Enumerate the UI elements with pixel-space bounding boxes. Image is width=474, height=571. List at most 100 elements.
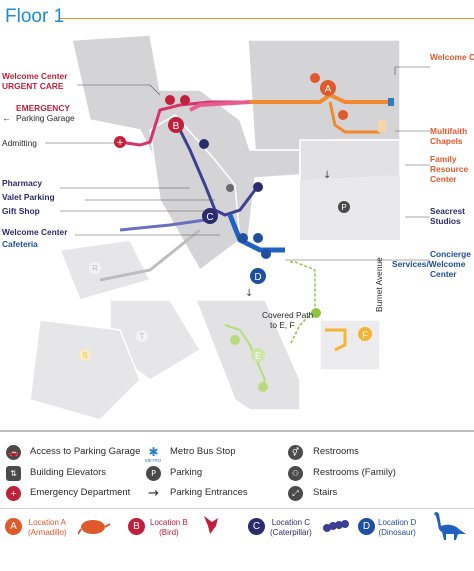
location-e-marker (251, 348, 265, 362)
leader-welcome-left (77, 84, 161, 96)
route-c-left (119, 218, 206, 232)
location-d-label: Location D (Dinosaur) (378, 518, 416, 538)
path-gray (99, 228, 201, 282)
location-d-marker (250, 268, 266, 284)
label-resource: Resource (430, 164, 469, 174)
svg-text:F: F (362, 330, 368, 340)
svg-text:C: C (206, 212, 213, 223)
location-a-line2: (Armadillo) (28, 528, 67, 537)
elevator-icon-a (378, 120, 386, 132)
floor-map: A B C D E F R T S P + ↓ ↓ (29, 34, 430, 421)
label-seacrest: Seacrest (430, 206, 465, 216)
legend-restrooms-family: Restrooms (Family) (313, 467, 396, 478)
arrow-left-icon: ← (2, 113, 11, 123)
armadillo-icon (78, 520, 110, 535)
location-a-marker (320, 80, 336, 96)
location-b-label: Location B (Bird) (150, 518, 188, 538)
svg-text:E: E (255, 351, 261, 361)
car-icon-green (311, 308, 321, 318)
svg-text:D: D (254, 272, 261, 283)
parking-lot (300, 175, 400, 240)
svg-text:R: R (92, 264, 98, 273)
location-c-badge: C (248, 518, 265, 535)
location-a-label: Location A (Armadillo) (28, 518, 67, 538)
legend-divider-2 (0, 508, 474, 509)
label-covered-path: Covered Path (262, 310, 314, 320)
svg-text:S: S (82, 351, 87, 360)
location-c-label: Location C (Caterpillar) (270, 518, 312, 538)
location-b-line2: (Bird) (159, 528, 179, 537)
restroom-icon-b (165, 95, 175, 105)
location-b-marker (168, 117, 184, 133)
arrow-icon: → (146, 486, 161, 501)
restroom-icon: ⚥ (288, 445, 303, 460)
label-urgent-care: URGENT CARE (2, 81, 64, 91)
stairs-icon-b (199, 139, 209, 149)
parking-entrance-arrow-2: ↓ (245, 288, 253, 299)
label-multifaith: Multifaith (430, 126, 468, 136)
legend-stairs: Stairs (313, 487, 338, 498)
legend-restrooms: Restrooms (313, 446, 359, 457)
restroom-icon-b2 (180, 95, 190, 105)
label-welcome-center-b: Welcome Center (2, 71, 68, 81)
legend-parking: Parking (170, 467, 203, 478)
legend-elevators: Building Elevators (30, 467, 107, 478)
building-r-marker (89, 262, 101, 274)
stairs-icon-e (258, 382, 268, 392)
metro-caption: METRO (145, 458, 162, 463)
label-welcome-center-c: Welcome Center (2, 227, 68, 237)
label-to-ef: to E, F (270, 320, 295, 330)
label-parking-garage: Parking Garage (16, 113, 75, 123)
cross-icon: + (6, 486, 21, 501)
label-center-d: Center (430, 269, 457, 279)
bird-icon (204, 516, 218, 534)
legend-metro-bus-stop: Metro Bus Stop (170, 446, 236, 457)
sw-building-r (58, 239, 152, 301)
location-a-badge: A (5, 518, 22, 535)
location-b-line1: Location B (150, 518, 188, 527)
location-f-marker (358, 327, 372, 341)
lower-right-building (319, 319, 381, 371)
car-icon: 🚗 (6, 445, 21, 460)
label-services-welcome: Services/Welcome (392, 259, 466, 269)
sw-building-s (29, 319, 141, 421)
label-center-family: Center (430, 174, 457, 184)
parking-marker (338, 201, 350, 213)
metro-bus-stop-map (388, 98, 394, 106)
building-s-marker (79, 349, 91, 361)
location-d-line2: (Dinosaur) (378, 528, 416, 537)
restroom-icon-c (238, 233, 248, 243)
elevator-icon-c (226, 184, 234, 192)
location-c-marker (202, 208, 218, 224)
label-emergency: EMERGENCY (16, 103, 70, 113)
bus-stop-icon: ✱ (146, 444, 161, 459)
elevator-icon: ⇅ (6, 466, 21, 481)
restroom-icon-d2 (261, 249, 271, 259)
svg-text:+: + (116, 138, 124, 148)
label-valet-parking: Valet Parking (2, 192, 55, 202)
label-studios: Studios (430, 216, 461, 226)
label-chapels: Chapels (430, 136, 463, 146)
svg-text:T: T (140, 332, 145, 341)
label-cafeteria: Cafeteria (2, 239, 38, 249)
label-pharmacy: Pharmacy (2, 178, 43, 188)
leader-welcome-right (394, 66, 430, 75)
caterpillar-icon (323, 520, 349, 532)
legend-parking-entrances: Parking Entrances (170, 487, 248, 498)
title-divider (60, 18, 474, 19)
south-building (194, 299, 301, 411)
dinosaur-icon (434, 512, 466, 540)
legend-access-parking: Access to Parking Garage (30, 446, 141, 457)
location-d-badge: D (358, 518, 375, 535)
route-a-spur (328, 101, 380, 134)
svg-text:A: A (325, 84, 332, 95)
location-c-line2: (Caterpillar) (270, 528, 312, 537)
restroom-icon-a2 (338, 110, 348, 120)
restroom-icon-e (230, 335, 240, 345)
svg-text:P: P (341, 203, 346, 212)
label-welcome-center-a: Welcome Center (430, 52, 474, 62)
label-burnet-avenue: Burnet Avenue (374, 257, 384, 312)
svg-text:B: B (173, 121, 180, 132)
legend-emergency: Emergency Department (30, 487, 131, 498)
label-concierge: Concierge (430, 249, 471, 259)
